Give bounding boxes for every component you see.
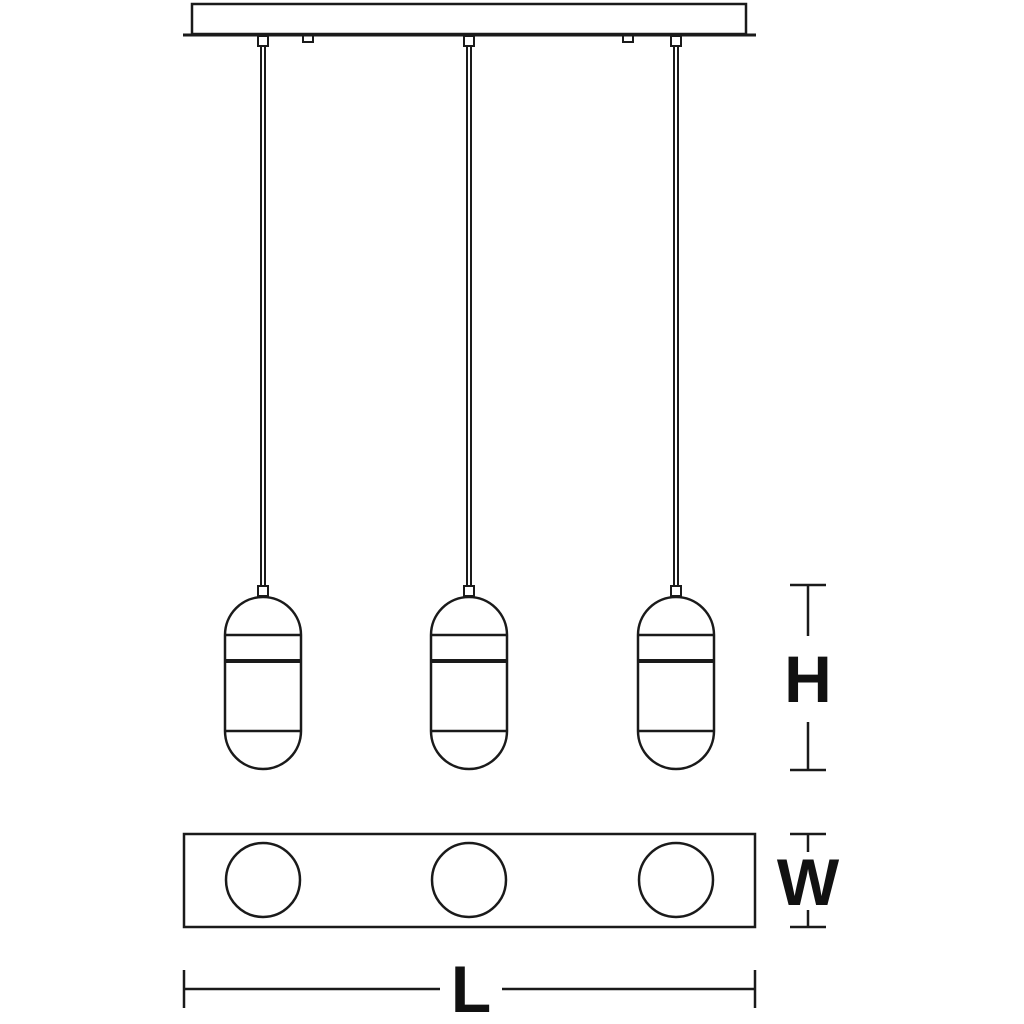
cord-connector-top xyxy=(257,35,269,47)
length-dimension xyxy=(182,970,757,1008)
cord-connector-top xyxy=(670,35,682,47)
pendant-right xyxy=(636,35,716,771)
top-view-shade-right xyxy=(637,841,715,919)
pendant-center xyxy=(429,35,509,771)
height-dimension xyxy=(790,583,826,772)
height-label: H xyxy=(784,642,832,716)
width-dimension xyxy=(790,832,826,929)
top-view-shade-center xyxy=(430,841,508,919)
top-view xyxy=(182,832,757,929)
pendant-shade xyxy=(223,595,303,771)
cord-connector-top xyxy=(463,35,475,47)
canopy-plate xyxy=(190,2,748,36)
pendant-shade xyxy=(429,595,509,771)
cord-connector-bottom xyxy=(257,585,269,597)
pendant-left xyxy=(223,35,303,771)
width-label: W xyxy=(777,845,840,919)
canopy-bracket-right xyxy=(622,34,634,43)
cord-connector-bottom xyxy=(670,585,682,597)
cord-connector-bottom xyxy=(463,585,475,597)
top-view-canopy xyxy=(182,832,757,929)
length-label: L xyxy=(451,952,491,1024)
pendant-shade xyxy=(636,595,716,771)
top-view-shade-left xyxy=(224,841,302,919)
canopy-bracket-left xyxy=(302,34,314,43)
